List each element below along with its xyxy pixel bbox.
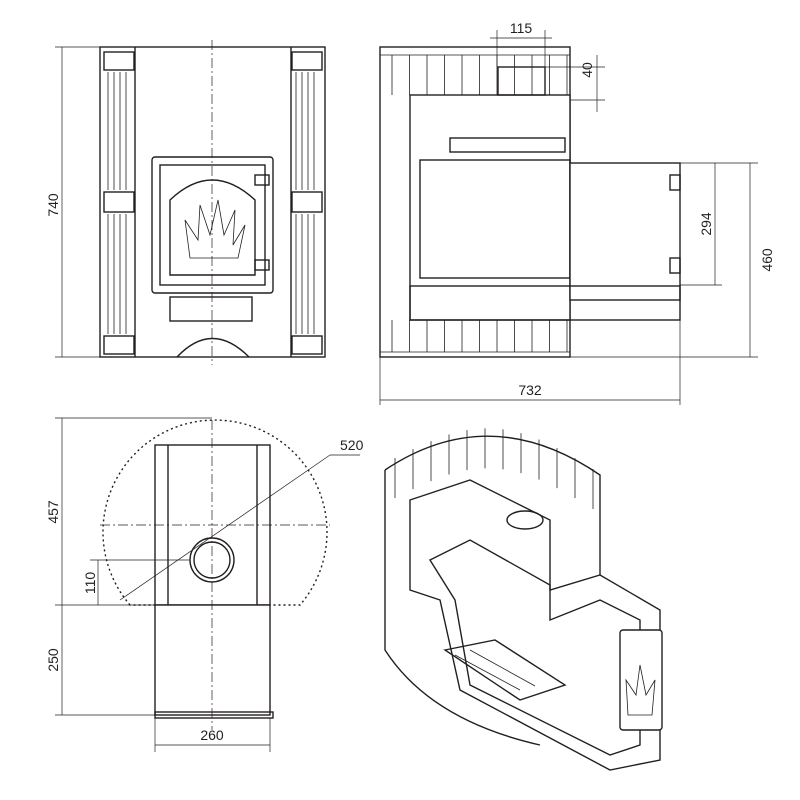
dim-door-height: 294 (698, 212, 714, 236)
side-view: 732 460 294 115 40 (379, 20, 775, 405)
flame-icon-iso (625, 664, 656, 716)
dim-tunnel-length: 250 (45, 648, 61, 672)
dim-tunnel-width: 260 (200, 727, 224, 743)
isometric-view (384, 428, 663, 771)
dim-front-height: 740 (45, 193, 61, 217)
top-view: 520 457 110 250 260 (45, 417, 364, 752)
dim-extension-height: 460 (759, 248, 775, 272)
front-view: 740 (45, 40, 326, 365)
dim-plan-depth: 457 (45, 500, 61, 524)
dim-total-length: 732 (518, 382, 542, 398)
flame-icon (184, 199, 246, 259)
dim-chimney-offset: 110 (82, 572, 98, 595)
dim-diameter: 520 (340, 437, 364, 453)
dim-top-depth: 40 (579, 62, 595, 78)
fire-door (151, 156, 274, 294)
dim-top-width: 115 (510, 20, 533, 36)
